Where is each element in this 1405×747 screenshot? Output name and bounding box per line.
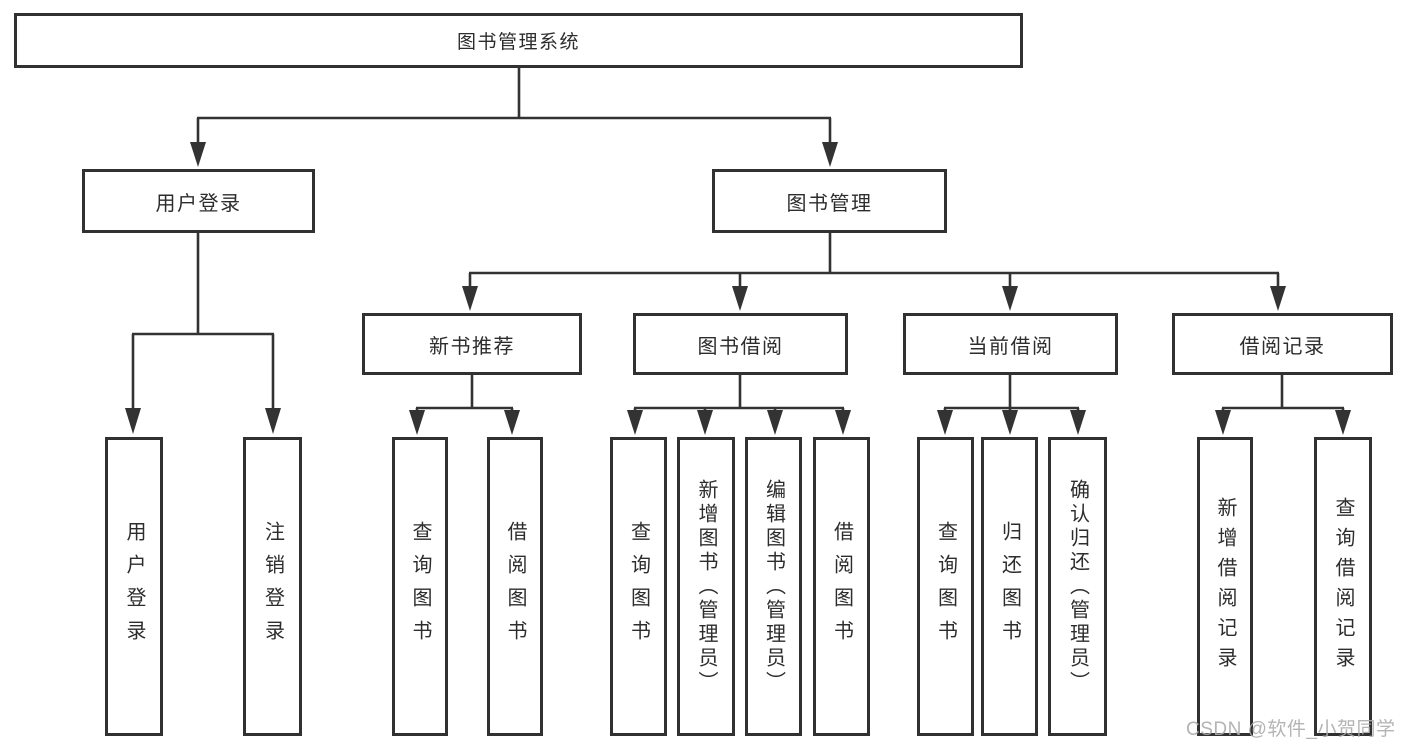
- node-book-borrow: 图书借阅: [633, 313, 848, 375]
- node-borrow-records: 借阅记录: [1172, 313, 1393, 375]
- leaf-label: 查询借阅记录: [1332, 496, 1354, 677]
- leaf-label: 编辑图书（管理员）: [762, 478, 785, 695]
- node-label: 图书借阅: [697, 335, 784, 358]
- connector-root-to-level2: [190, 68, 838, 167]
- connector-current-borrow-children: [937, 375, 1086, 435]
- node-label: 新书推荐: [429, 335, 515, 358]
- node-new-book-recommend: 新书推荐: [362, 313, 582, 375]
- leaf-label: 归还图书: [998, 520, 1021, 653]
- leaf-label: 借阅图书: [504, 520, 526, 653]
- leaf-query-borrow-record: 查询借阅记录: [1314, 437, 1372, 736]
- leaf-query-books-current: 查询图书: [917, 437, 974, 736]
- leaf-query-books-borrow: 查询图书: [610, 437, 667, 736]
- leaf-add-borrow-record: 新增借阅记录: [1197, 437, 1253, 736]
- leaf-add-books-admin: 新增图书（管理员）: [677, 437, 735, 736]
- leaf-borrow-books: 借阅图书: [813, 437, 870, 736]
- leaf-confirm-return-admin: 确认归还（管理员）: [1048, 437, 1107, 736]
- leaf-label: 查询图书: [627, 520, 650, 653]
- connector-book-borrow-children: [627, 375, 851, 435]
- csdn-watermark: CSDN @软件_小贺同学: [1186, 719, 1396, 740]
- node-user-login: 用户登录: [82, 169, 315, 233]
- leaf-return-books: 归还图书: [981, 437, 1038, 736]
- leaf-label: 新增图书（管理员）: [695, 478, 717, 695]
- leaf-logout: 注销登录: [243, 437, 302, 736]
- node-label: 图书管理: [786, 192, 873, 215]
- connector-user-login-children: [125, 233, 281, 434]
- node-current-borrow: 当前借阅: [903, 313, 1118, 375]
- leaf-label: 借阅图书: [830, 520, 853, 653]
- connector-borrow-records-children: [1215, 375, 1351, 435]
- leaf-label: 用户登录: [123, 520, 145, 653]
- node-label: 用户登录: [155, 192, 242, 215]
- leaf-query-books-recommend: 查询图书: [392, 437, 448, 736]
- connector-book-mgmt-children: [462, 233, 1286, 311]
- connector-new-books-children: [409, 375, 520, 435]
- leaf-edit-books-admin: 编辑图书（管理员）: [745, 437, 802, 736]
- leaf-label: 注销登录: [261, 520, 284, 653]
- leaf-borrow-books-recommend: 借阅图书: [487, 437, 543, 736]
- node-label: 借阅记录: [1239, 335, 1326, 358]
- node-book-management: 图书管理: [712, 169, 947, 233]
- leaf-label: 查询图书: [934, 520, 957, 653]
- leaf-label: 新增借阅记录: [1214, 496, 1236, 677]
- node-label: 当前借阅: [967, 335, 1054, 358]
- leaf-label: 查询图书: [409, 520, 431, 653]
- leaf-label: 确认归还（管理员）: [1066, 478, 1089, 695]
- leaf-user-login: 用户登录: [105, 437, 163, 736]
- node-label: 图书管理系统: [456, 32, 580, 53]
- node-library-system: 图书管理系统: [14, 13, 1023, 68]
